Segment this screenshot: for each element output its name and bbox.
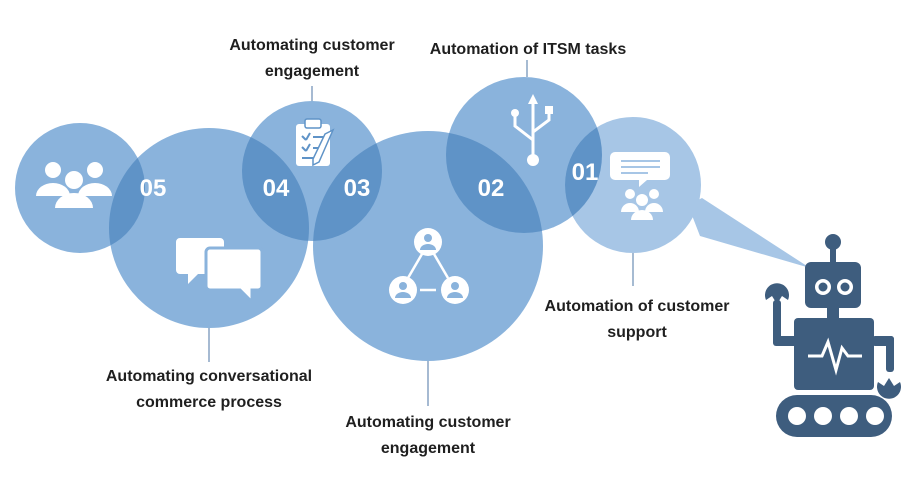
connected-people-network-icon bbox=[389, 228, 469, 304]
label-step-03: Automating customer engagement bbox=[326, 410, 530, 462]
step-number-05: 05 bbox=[140, 175, 167, 202]
usb-symbol-icon bbox=[511, 94, 553, 166]
label-step-04: Automating customer engagement bbox=[208, 33, 416, 85]
speech-bubble-tail bbox=[688, 198, 810, 268]
label-step-01-line-1: Automation of customer bbox=[544, 298, 730, 315]
step-number-04: 04 bbox=[263, 175, 290, 202]
step-number-01: 01 bbox=[572, 159, 599, 186]
label-step-04-line-2: engagement bbox=[264, 63, 360, 80]
user-group-icon bbox=[36, 162, 112, 208]
label-step-01: Automation of customer support bbox=[530, 294, 744, 346]
step-number-03: 03 bbox=[344, 175, 371, 202]
clipboard-checklist-icon bbox=[296, 118, 335, 167]
chat-bubbles-icon bbox=[176, 238, 264, 306]
label-step-02: Automation of ITSM tasks bbox=[417, 37, 639, 63]
robot-icon bbox=[765, 234, 901, 437]
label-step-05-line-2: commerce process bbox=[136, 394, 282, 411]
leader-lines bbox=[208, 60, 634, 406]
step-number-02: 02 bbox=[478, 175, 505, 202]
label-step-01-line-2: support bbox=[607, 324, 667, 341]
label-step-03-line-2: engagement bbox=[380, 440, 476, 457]
label-step-02-line-1: Automation of ITSM tasks bbox=[429, 41, 627, 58]
label-step-04-line-1: Automating customer bbox=[229, 37, 395, 54]
speech-bubble-audience-icon bbox=[610, 152, 670, 220]
label-step-05-line-1: Automating conversational bbox=[105, 368, 313, 385]
label-step-03-line-1: Automating customer bbox=[345, 414, 511, 431]
label-step-05: Automating conversational commerce proce… bbox=[86, 364, 332, 416]
